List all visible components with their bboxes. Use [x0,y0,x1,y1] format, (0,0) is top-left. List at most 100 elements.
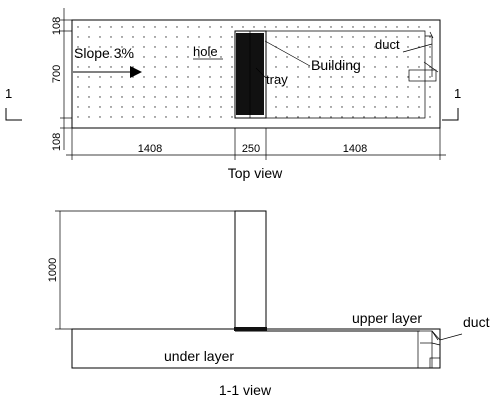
grid-dot [143,66,145,68]
grid-dot [198,26,200,28]
grid-dot [418,96,420,98]
grid-dot [429,26,431,28]
grid-dot [209,36,211,38]
grid-dot [110,116,112,118]
grid-dot [341,66,343,68]
grid-dot [297,46,299,48]
grid-dot [154,46,156,48]
duct-leader-top [402,43,433,53]
section-mark-left-symbol [5,108,22,121]
grid-dot [121,116,123,118]
slope-label: Slope 3% [74,45,134,61]
grid-dot [429,46,431,48]
duct-label-section: duct [463,314,490,330]
grid-dot [363,26,365,28]
grid-dot [275,66,277,68]
grid-dot [374,66,376,68]
grid-dot [209,106,211,108]
grid-dot [143,116,145,118]
grid-dot [330,96,332,98]
grid-dot [187,76,189,78]
grid-dot [176,66,178,68]
grid-dot [374,96,376,98]
grid-dot [352,76,354,78]
building-leader [264,40,311,67]
grid-dot [396,26,398,28]
duct-box [408,69,437,82]
grid-dot [253,26,255,28]
grid-dot [418,66,420,68]
grid-dot [363,86,365,88]
grid-dot [352,86,354,88]
grid-dot [341,76,343,78]
grid-dot [396,46,398,48]
grid-dot [132,46,134,48]
grid-dot [198,106,200,108]
grid-dot [154,76,156,78]
slope-arrow-head [130,66,142,78]
grid-dot [132,96,134,98]
grid-dot [231,116,233,118]
grid-dot [330,46,332,48]
grid-dot [220,96,222,98]
grid-dot [231,106,233,108]
grid-dot [165,76,167,78]
grid-dot [308,36,310,38]
grid-dot [88,66,90,68]
grid-dot [396,116,398,118]
grid-dot [165,86,167,88]
grid-dot [407,116,409,118]
grid-dot [209,96,211,98]
grid-dot [396,76,398,78]
hole-label: hole [193,44,218,59]
grid-dot [77,86,79,88]
grid-dot [99,66,101,68]
grid-dot [319,46,321,48]
grid-dot [187,56,189,58]
grid-dot [374,116,376,118]
grid-dot [374,26,376,28]
grid-dot [110,66,112,68]
grid-dot [363,46,365,48]
grid-dot [77,36,79,38]
grid-dot [77,46,79,48]
dim-bottom-left: 1408 [138,143,162,155]
grid-dot [121,96,123,98]
grid-dot [275,26,277,28]
grid-dot [308,96,310,98]
grid-dot [418,56,420,58]
grid-dot [352,96,354,98]
section-mark-right: 1 [454,86,461,101]
grid-dot [418,86,420,88]
grid-dot [110,86,112,88]
grid-dot [88,106,90,108]
grid-dot [429,96,431,98]
grid-dot [396,106,398,108]
grid-dot [165,96,167,98]
grid-dot [374,46,376,48]
grid-dot [286,116,288,118]
grid-dot [286,76,288,78]
grid-dot [297,116,299,118]
grid-dot [275,76,277,78]
tray-section [234,327,267,331]
grid-dot [143,86,145,88]
grid-dot [363,36,365,38]
grid-dot [132,106,134,108]
grid-dot [297,106,299,108]
grid-dot [341,56,343,58]
grid-dot [308,46,310,48]
grid-dot [110,56,112,58]
grid-dot [341,26,343,28]
grid-dot [418,26,420,28]
grid-dot [429,86,431,88]
grid-dot [374,56,376,58]
grid-dot [352,26,354,28]
grid-dot [121,26,123,28]
section-mark-right-symbol [442,108,459,121]
grid-dot [176,96,178,98]
grid-dot [385,66,387,68]
grid-dot [319,36,321,38]
